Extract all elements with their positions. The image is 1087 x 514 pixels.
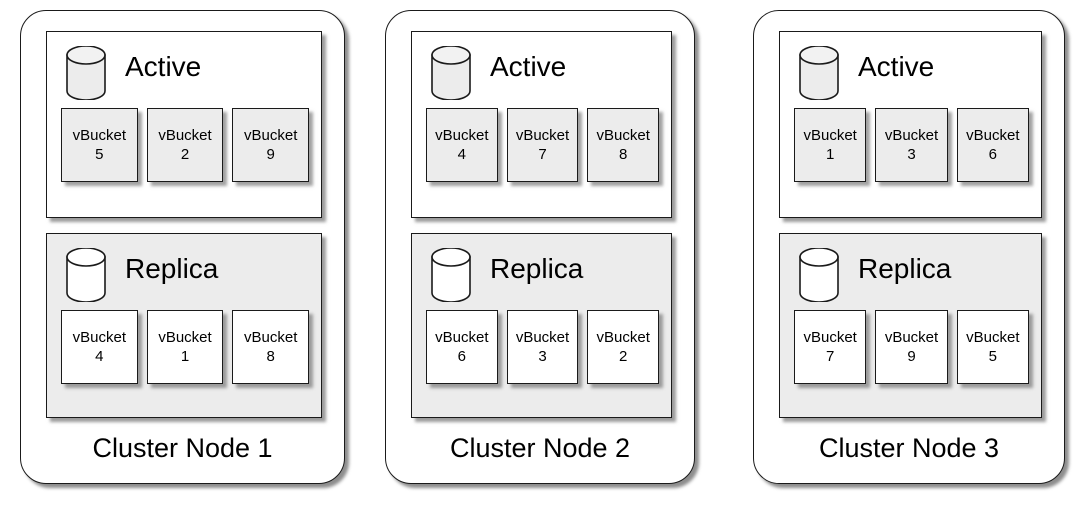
vbucket-id: 3	[538, 348, 547, 365]
database-cylinder-icon	[65, 46, 107, 100]
database-cylinder-icon	[798, 248, 840, 302]
vbucket-box[interactable]: vBucket 9	[875, 310, 948, 384]
vbucket-label: vBucket	[244, 127, 298, 144]
database-cylinder-icon	[430, 46, 472, 100]
vbucket-id: 6	[988, 146, 997, 163]
replica-panel: Replica vBucket 6 vBucket 3 vBucket 2	[411, 233, 672, 418]
vbucket-box[interactable]: vBucket 9	[232, 108, 310, 182]
vbucket-label: vBucket	[596, 127, 650, 144]
panel-title: Replica	[490, 253, 584, 284]
active-panel: Active vBucket 1 vBucket 3 vBucket 6	[779, 31, 1042, 218]
panel-title: Replica	[125, 253, 219, 284]
vbucket-label: vBucket	[515, 329, 570, 346]
vbucket-box[interactable]: vBucket 7	[506, 108, 579, 182]
cluster-node-card: Active vBucket 1 vBucket 3 vBucket 6	[753, 10, 1065, 484]
active-panel: Active vBucket 5 vBucket 2 vBucket 9	[46, 31, 322, 218]
cluster-node-caption: Cluster Node 1	[92, 433, 273, 463]
vbucket-label: vBucket	[72, 127, 127, 144]
vbucket-box[interactable]: vBucket 8	[587, 108, 660, 182]
vbucket-box[interactable]: vBucket 2	[146, 108, 224, 182]
vbucket-row: vBucket 6 vBucket 3 vBucket 2	[426, 310, 660, 384]
vbucket-id: 4	[95, 348, 104, 365]
vbucket-id: 5	[988, 348, 997, 365]
database-cylinder-icon	[798, 46, 840, 100]
vbucket-label: vBucket	[435, 127, 489, 144]
vbucket-id: 4	[457, 146, 466, 163]
vbucket-id: 6	[457, 348, 466, 365]
vbucket-box[interactable]: vBucket 2	[587, 310, 660, 384]
panel-header: Active	[412, 32, 671, 106]
vbucket-label: vBucket	[884, 329, 939, 346]
vbucket-id: 3	[907, 146, 916, 163]
panel-title: Active	[858, 51, 935, 82]
panel-header: Replica	[47, 234, 321, 308]
panel-header: Active	[780, 32, 1041, 106]
replica-panel: Replica vBucket 4 vBucket 1 vBucket 8	[46, 233, 322, 418]
vbucket-label: vBucket	[966, 329, 1020, 346]
active-panel: Active vBucket 4 vBucket 7 vBucket 8	[411, 31, 672, 218]
vbucket-label: vBucket	[966, 127, 1020, 144]
vbucket-row: vBucket 7 vBucket 9 vBucket 5	[794, 310, 1029, 384]
vbucket-label: vBucket	[158, 127, 212, 144]
vbucket-box[interactable]: vBucket 8	[232, 310, 310, 384]
vbucket-box[interactable]: vBucket 5	[956, 310, 1029, 384]
vbucket-box[interactable]: vBucket 1	[794, 108, 867, 182]
vbucket-label: vBucket	[596, 329, 650, 346]
replica-panel: Replica vBucket 7 vBucket 9 vBucket 5	[779, 233, 1042, 418]
vbucket-row: vBucket 1 vBucket 3 vBucket 6	[794, 108, 1029, 182]
vbucket-label: vBucket	[158, 329, 212, 346]
vbucket-box[interactable]: vBucket 3	[875, 108, 948, 182]
vbucket-box[interactable]: vBucket 1	[146, 310, 224, 384]
database-cylinder-icon	[65, 248, 107, 302]
panel-header: Replica	[412, 234, 671, 308]
vbucket-label: vBucket	[515, 127, 570, 144]
vbucket-id: 8	[266, 348, 275, 365]
vbucket-box[interactable]: vBucket 6	[956, 108, 1029, 182]
vbucket-box[interactable]: vBucket 6	[426, 310, 498, 384]
cluster-node-card: Active vBucket 5 vBucket 2 vBucket 9	[20, 10, 345, 484]
vbucket-id: 2	[180, 146, 190, 163]
vbucket-box[interactable]: vBucket 7	[794, 310, 867, 384]
cluster-node-caption: Cluster Node 3	[818, 433, 1000, 463]
cluster-node-card: Active vBucket 4 vBucket 7 vBucket 8	[385, 10, 695, 484]
vbucket-label: vBucket	[244, 329, 298, 346]
vbucket-label: vBucket	[884, 127, 939, 144]
panel-title: Replica	[858, 253, 952, 284]
vbucket-id: 2	[619, 348, 628, 365]
vbucket-label: vBucket	[72, 329, 127, 346]
vbucket-box[interactable]: vBucket 4	[61, 310, 138, 384]
vbucket-id: 9	[266, 146, 275, 163]
panel-title: Active	[125, 51, 202, 82]
vbucket-id: 1	[180, 348, 190, 365]
vbucket-box[interactable]: vBucket 5	[61, 108, 138, 182]
vbucket-id: 8	[619, 146, 628, 163]
vbucket-label: vBucket	[435, 329, 489, 346]
panel-header: Active	[47, 32, 321, 106]
vbucket-row: vBucket 4 vBucket 7 vBucket 8	[426, 108, 660, 182]
vbucket-id: 9	[907, 348, 916, 365]
vbucket-row: vBucket 5 vBucket 2 vBucket 9	[61, 108, 310, 182]
vbucket-label: vBucket	[803, 127, 857, 144]
database-cylinder-icon	[430, 248, 472, 302]
panel-header: Replica	[780, 234, 1041, 308]
cluster-node-caption: Cluster Node 2	[449, 433, 631, 463]
vbucket-label: vBucket	[803, 329, 857, 346]
vbucket-id: 5	[95, 146, 104, 163]
vbucket-row: vBucket 4 vBucket 1 vBucket 8	[61, 310, 310, 384]
vbucket-box[interactable]: vBucket 3	[506, 310, 579, 384]
vbucket-box[interactable]: vBucket 4	[426, 108, 498, 182]
vbucket-id: 1	[825, 146, 835, 163]
panel-title: Active	[490, 51, 567, 82]
vbucket-id: 7	[538, 146, 547, 163]
vbucket-id: 7	[825, 348, 835, 365]
